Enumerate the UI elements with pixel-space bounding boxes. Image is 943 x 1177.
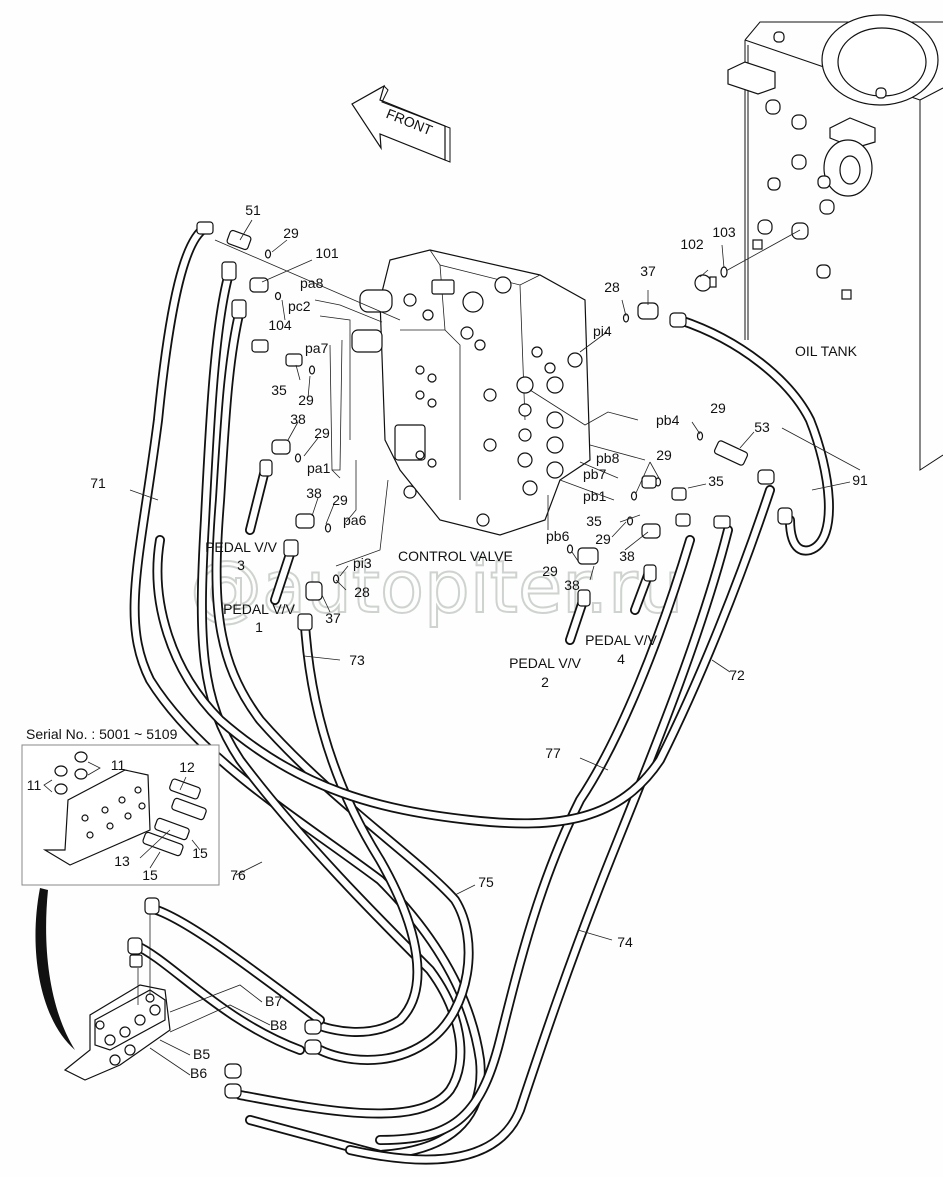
- callout-35: 35: [708, 473, 724, 489]
- valve-bolts: [403, 293, 583, 527]
- inset-callout-13: 13: [114, 853, 130, 869]
- callout-hose-77: 77: [545, 745, 561, 761]
- inset-callout-15: 15: [142, 867, 158, 883]
- inset-pointer: [35, 888, 75, 1050]
- hoses: [129, 223, 834, 1165]
- pedal-vv-3-label: PEDAL V/V: [205, 539, 278, 555]
- callout-hose-71: 71: [90, 475, 106, 491]
- callout-103: 103: [712, 224, 736, 240]
- port-pb7: pb7: [583, 466, 607, 482]
- watermark: @autopiter.ru: [190, 545, 683, 629]
- port-B8: B8: [270, 1017, 287, 1033]
- callout-35: 35: [586, 513, 602, 529]
- port-B5: B5: [193, 1046, 210, 1062]
- callout-28: 28: [354, 584, 370, 600]
- callout-hose-73: 73: [349, 652, 365, 668]
- callout-hose-74: 74: [617, 934, 633, 950]
- oil-tank: OIL TANK: [727, 14, 943, 471]
- serial-inset: Serial No. : 5001 ~ 5109 11 11 12 13 15 …: [21, 726, 220, 886]
- callout-51: 51: [245, 202, 261, 218]
- pedal-vv-1-number: 1: [255, 619, 263, 635]
- callout-29: 29: [314, 425, 330, 441]
- fittings-right: [566, 302, 793, 607]
- inset-title: Serial No. : 5001 ~ 5109: [26, 726, 178, 742]
- callout-hose-76: 76: [230, 867, 246, 883]
- port-pb4: pb4: [656, 412, 680, 428]
- callout-38: 38: [290, 411, 306, 427]
- pedal-vv-2-number: 2: [541, 674, 549, 690]
- callout-hose-91: 91: [852, 472, 868, 488]
- callout-29: 29: [332, 492, 348, 508]
- callout-38: 38: [306, 485, 322, 501]
- callout-29: 29: [595, 531, 611, 547]
- port-pi3: pi3: [353, 555, 372, 571]
- callout-102: 102: [680, 236, 704, 252]
- callout-29: 29: [298, 392, 314, 408]
- inset-callout-11: 11: [27, 777, 42, 793]
- inset-callout-12: 12: [179, 759, 195, 775]
- callout-29: 29: [710, 400, 726, 416]
- callout-29: 29: [542, 563, 558, 579]
- control-valve-label: CONTROL VALVE: [398, 548, 513, 564]
- callout-37: 37: [325, 610, 341, 626]
- pedal-vv-3-number: 3: [237, 557, 245, 573]
- callout-53: 53: [754, 419, 770, 435]
- pedal-valve-labels: PEDAL V/V 3 PEDAL V/V 1 PEDAL V/V 2 PEDA…: [205, 539, 658, 690]
- callout-38: 38: [564, 577, 580, 593]
- control-valve: CONTROL VALVE: [351, 249, 591, 564]
- callout-37: 37: [640, 263, 656, 279]
- pedal-vv-2-label: PEDAL V/V: [509, 655, 582, 671]
- port-pb8: pb8: [596, 450, 620, 466]
- tank-bosses: [752, 31, 887, 300]
- callout-29: 29: [283, 225, 299, 241]
- callout-hose-72: 72: [729, 667, 745, 683]
- callout-29: 29: [656, 447, 672, 463]
- callout-hose-75: 75: [478, 874, 494, 890]
- port-labels: pa8 pc2 pa7 pa1 pa6 pi3 pi4 pb4 pb8 pb7 …: [190, 275, 680, 1081]
- port-pa8: pa8: [300, 275, 324, 291]
- part-callouts: 51 29 101 104 35 29 38 29 38 29 28 37 28…: [90, 202, 868, 950]
- pedal-vv-1-label: PEDAL V/V: [223, 601, 296, 617]
- callout-101: 101: [315, 245, 339, 261]
- port-pi4: pi4: [593, 323, 612, 339]
- port-pb1: pb1: [583, 488, 607, 504]
- inset-callout-15: 15: [192, 845, 208, 861]
- lower-manifold: [63, 897, 322, 1099]
- inset-callout-11: 11: [111, 757, 126, 773]
- port-pb6: pb6: [546, 528, 570, 544]
- callout-28: 28: [604, 279, 620, 295]
- port-B6: B6: [190, 1065, 207, 1081]
- port-pc2: pc2: [288, 298, 311, 314]
- callout-35: 35: [271, 382, 287, 398]
- fittings-left: [196, 221, 340, 631]
- port-pa1: pa1: [307, 460, 331, 476]
- oil-tank-label: OIL TANK: [795, 343, 858, 359]
- port-pa6: pa6: [343, 512, 367, 528]
- callout-104: 104: [268, 317, 292, 333]
- port-B7: B7: [265, 993, 282, 1009]
- leader-lines: [129, 219, 861, 941]
- callout-38: 38: [619, 548, 635, 564]
- front-direction-arrow: FRONT: [351, 84, 451, 163]
- drain-plug-102: [694, 229, 801, 292]
- pedal-vv-4-label: PEDAL V/V: [585, 632, 658, 648]
- pedal-vv-4-number: 4: [617, 651, 625, 667]
- port-pa7: pa7: [305, 340, 329, 356]
